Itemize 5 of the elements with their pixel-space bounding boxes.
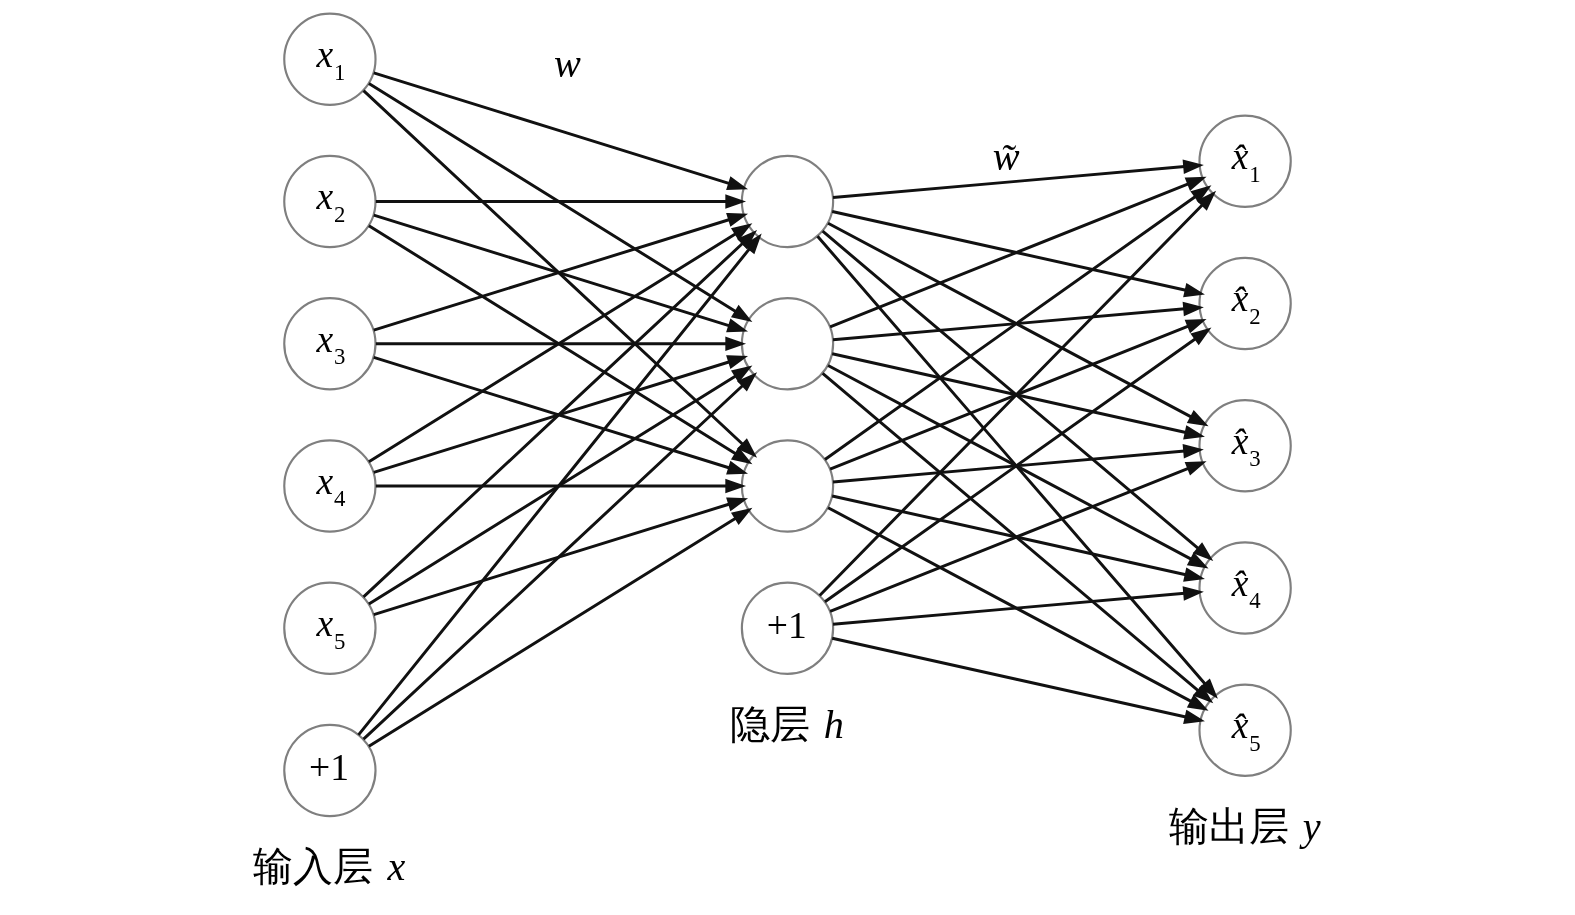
label: 隐层 h [729, 701, 844, 747]
label: w̃ [992, 133, 1020, 179]
label: w [554, 41, 581, 87]
label: 输出层 y [1168, 803, 1321, 849]
label: 输入层 x [253, 843, 406, 889]
